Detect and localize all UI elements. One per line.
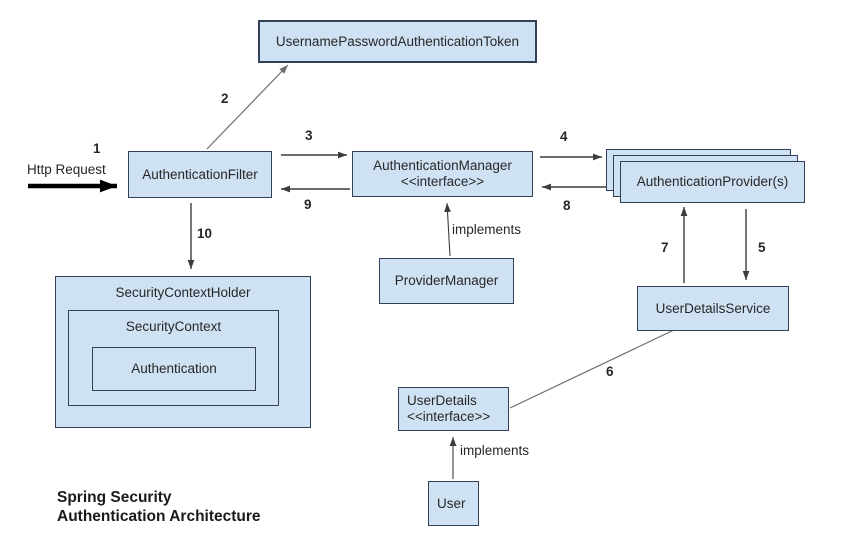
node-authentication-providers: AuthenticationProvider(s): [620, 161, 805, 203]
edge-implements-provider-manager: [444, 202, 451, 257]
node-provider-manager: ProviderManager: [379, 258, 514, 304]
node-authentication: Authentication: [92, 347, 256, 391]
implements-label-user: implements: [460, 443, 530, 458]
node-username-password-authentication-token: UsernamePasswordAuthenticationToken: [258, 20, 537, 63]
node-stereotype: <<interface>>: [400, 174, 485, 189]
node-label: User: [437, 495, 466, 511]
node-label: UserDetails: [407, 393, 477, 408]
node-user-details: UserDetails <<interface>>: [398, 387, 509, 431]
step-label-6: 6: [606, 364, 614, 379]
step-label-4: 4: [560, 129, 568, 144]
node-label: Authentication: [131, 361, 217, 376]
step-label-1: 1: [93, 141, 101, 156]
diagram-title: Spring Security Authentication Architect…: [57, 488, 261, 526]
step-label-8: 8: [563, 198, 571, 213]
node-authentication-manager: AuthenticationManager <<interface>>: [352, 151, 533, 197]
http-request-label: Http Request: [27, 162, 106, 177]
diagram-title-line1: Spring Security: [57, 489, 172, 506]
step-label-2: 2: [221, 91, 229, 106]
node-label: SecurityContextHolder: [115, 285, 251, 300]
node-label: AuthenticationFilter: [142, 166, 258, 182]
node-user: User: [428, 481, 479, 526]
step-label-7: 7: [661, 240, 669, 255]
diagram-title-line2: Authentication Architecture: [57, 508, 261, 525]
edge-step-2: [206, 64, 289, 150]
node-label: SecurityContext: [125, 319, 222, 334]
node-label: AuthenticationProvider(s): [636, 174, 789, 189]
node-label: AuthenticationManager: [373, 158, 512, 173]
node-user-details-service: UserDetailsService: [637, 286, 789, 331]
edge-step-6: [509, 328, 677, 409]
step-label-3: 3: [305, 128, 313, 143]
implements-label-provider-manager: implements: [452, 222, 522, 237]
node-label: ProviderManager: [394, 273, 499, 288]
node-label: UserDetailsService: [655, 300, 771, 316]
step-label-10: 10: [197, 226, 213, 241]
node-authentication-filter: AuthenticationFilter: [128, 151, 272, 198]
step-label-9: 9: [304, 197, 312, 212]
node-stereotype: <<interface>>: [407, 409, 491, 424]
step-label-5: 5: [758, 240, 766, 255]
node-label: UsernamePasswordAuthenticationToken: [275, 33, 520, 49]
